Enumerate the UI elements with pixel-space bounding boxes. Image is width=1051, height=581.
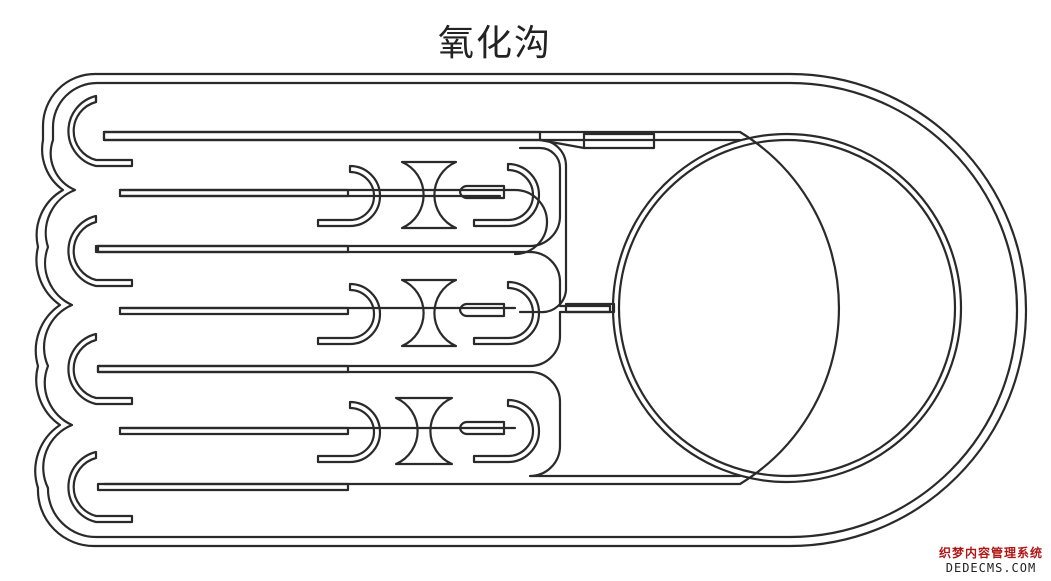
c-hook-1: [316, 164, 382, 228]
inner-hook-3: [458, 420, 506, 436]
sluice-channel: [538, 138, 586, 150]
arm-row-3: [96, 364, 350, 374]
arm-row-4: [96, 482, 350, 492]
central-partition-wall: [102, 130, 841, 486]
clarifier-outer-circle: [611, 132, 963, 484]
right-c-hook-1: [472, 162, 541, 228]
sluice-gate: [582, 132, 656, 150]
inner-channel-a: [118, 188, 549, 256]
lane-divider-1: [102, 130, 568, 314]
arm-row-2: [96, 244, 350, 254]
watermark-english: DEDECMS.COM: [945, 561, 1037, 575]
inner-hook-2: [458, 302, 506, 318]
aerator-3: [394, 396, 454, 466]
clarifier-inner-circle: [617, 138, 957, 478]
arm-mid-1: [118, 188, 350, 198]
watermark: 织梦内容管理系统 DEDECMS.COM: [939, 544, 1043, 575]
arm-mid-3: [118, 426, 350, 436]
hook-row-3: [67, 332, 134, 406]
hook-top-left: [67, 94, 134, 168]
lane-divider-3: [528, 370, 562, 478]
aerator-1: [400, 160, 458, 230]
c-hook-2: [316, 282, 382, 346]
right-c-hook-2: [472, 280, 541, 346]
aerator-2: [400, 278, 458, 348]
arm-mid-2: [118, 306, 350, 316]
arm-row-1: [102, 130, 542, 142]
outer-channel-inner-wall: [42, 81, 1019, 539]
diagram-title: 氧化沟: [437, 23, 552, 64]
right-c-hook-3: [472, 398, 541, 464]
connector-pipe: [564, 302, 616, 314]
lane-divider-1-top-border: [94, 146, 562, 254]
lane-divider-2: [96, 250, 612, 374]
outer-channel-wall: [34, 72, 1028, 548]
inner-hook-1: [458, 184, 506, 200]
c-hook-3: [316, 400, 382, 464]
hook-row-2: [67, 214, 134, 288]
watermark-chinese: 织梦内容管理系统: [938, 546, 1043, 560]
hook-row-4: [67, 450, 134, 524]
